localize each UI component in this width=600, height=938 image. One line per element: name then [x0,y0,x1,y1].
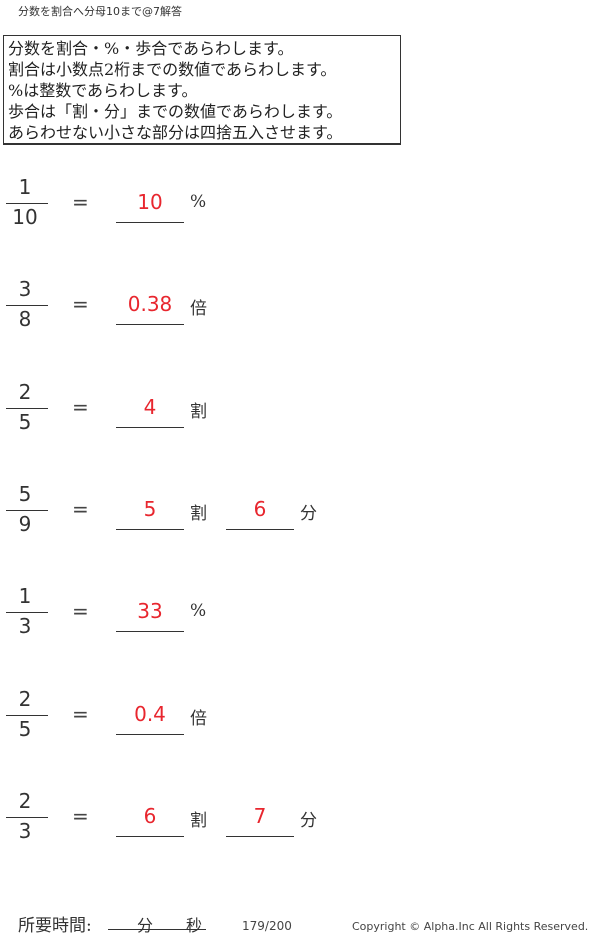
denominator: 5 [18,717,32,741]
denominator: 5 [18,410,32,434]
answer-blank [116,427,184,428]
answer-blank-secondary [226,836,294,837]
page-number: 179/200 [242,919,292,933]
fraction: 1 3 [5,584,48,645]
fraction-bar [6,817,48,818]
answer-value: 4 [143,395,157,419]
minutes-label: 分 [137,916,154,935]
fraction: 2 5 [5,687,48,748]
fraction: 1 10 [5,175,48,236]
answer-value-secondary: 6 [253,497,267,521]
answer-unit-secondary: 分 [300,504,317,524]
answer-unit: 割 [190,504,207,524]
answer-value: 0.4 [134,702,166,726]
problem-6: 2 5 = 0.4 倍 [0,688,600,768]
denominator: 10 [12,205,38,229]
answer-unit: % [190,192,207,212]
answer-unit: 倍 [190,299,207,319]
answer-blank [116,529,184,530]
instruction-line: 歩合は「割・分」までの数値であらわします。 [8,102,343,121]
equals-sign: = [72,702,89,726]
answer-unit: 割 [190,811,207,831]
equals-sign: = [72,497,89,521]
answer-blank [116,734,184,735]
time-blank [108,929,206,930]
numerator: 2 [18,380,32,404]
denominator: 8 [18,307,32,331]
numerator: 2 [18,687,32,711]
instructions-box: 分数を割合・%・歩合であらわします。 割合は小数点2桁までの数値であらわします。… [3,35,401,145]
fraction-bar [6,510,48,511]
fraction-bar [6,408,48,409]
problem-7: 2 3 = 6 割 7 分 [0,790,600,870]
answer-blank [116,222,184,223]
problem-1: 1 10 = 10 % [0,176,600,256]
problem-5: 1 3 = 33 % [0,585,600,665]
answer-value: 5 [143,497,157,521]
answer-blank [116,324,184,325]
seconds-label: 秒 [186,916,203,935]
denominator: 3 [18,614,32,638]
instruction-line: 分数を割合・%・歩合であらわします。 [8,39,294,58]
answer-blank [116,836,184,837]
numerator: 5 [18,482,32,506]
answer-value: 0.38 [127,292,173,316]
answer-blank-secondary [226,529,294,530]
answer-value: 10 [137,190,163,214]
problem-2: 3 8 = 0.38 倍 [0,278,600,358]
equals-sign: = [72,804,89,828]
fraction: 5 9 [5,482,48,543]
numerator: 3 [18,277,32,301]
instruction-line: %は整数であらわします。 [8,81,198,100]
answer-unit-secondary: 分 [300,811,317,831]
fraction-bar [6,612,48,613]
time-required-label: 所要時間: [18,916,92,936]
answer-unit: % [190,601,207,621]
instruction-line: 割合は小数点2桁までの数値であらわします。 [8,60,337,79]
equals-sign: = [72,190,89,214]
answer-unit: 倍 [190,709,207,729]
problem-4: 5 9 = 5 割 6 分 [0,483,600,563]
answer-value: 6 [143,804,157,828]
fraction: 3 8 [5,277,48,338]
problem-3: 2 5 = 4 割 [0,381,600,461]
fraction-bar [6,305,48,306]
fraction-bar [6,203,48,204]
numerator: 1 [18,175,32,199]
answer-value-secondary: 7 [253,804,267,828]
equals-sign: = [72,395,89,419]
fraction-bar [6,715,48,716]
fraction: 2 3 [5,789,48,850]
worksheet-title: 分数を割合へ分母10まで@7解答 [18,5,182,18]
fraction: 2 5 [5,380,48,441]
denominator: 9 [18,512,32,536]
equals-sign: = [72,292,89,316]
numerator: 2 [18,789,32,813]
equals-sign: = [72,599,89,623]
copyright-notice: Copyright © Alpha.Inc All Rights Reserve… [352,920,589,933]
answer-unit: 割 [190,402,207,422]
denominator: 3 [18,819,32,843]
instruction-line: あらわせない小さな部分は四捨五入させます。 [8,123,343,142]
numerator: 1 [18,584,32,608]
answer-value: 33 [137,599,163,623]
answer-blank [116,631,184,632]
